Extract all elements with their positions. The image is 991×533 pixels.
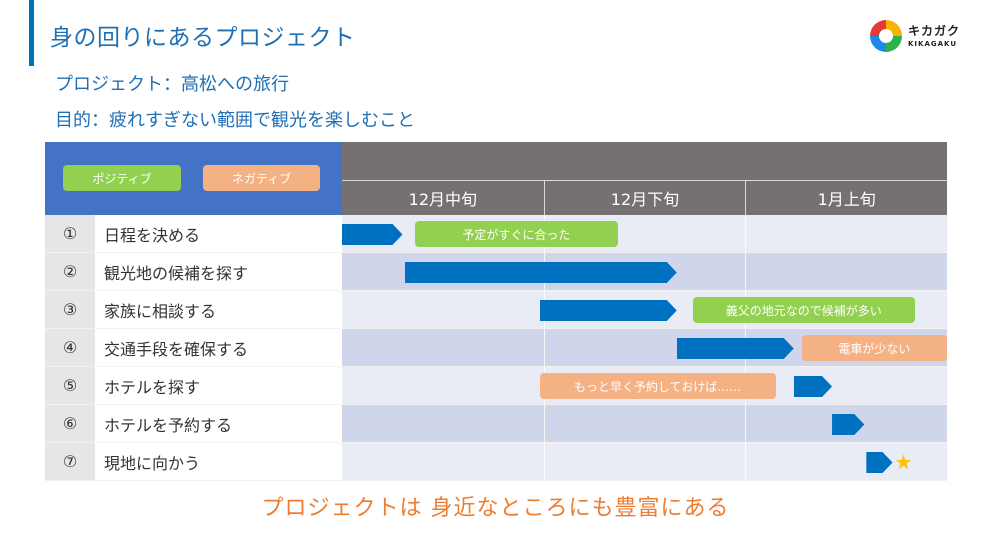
column-divider: [745, 443, 747, 480]
task-name: 現地に向かう: [95, 443, 342, 480]
logo-text-en: KIKAGAKU: [908, 40, 958, 48]
column-divider: [543, 405, 545, 442]
task-name: 家族に相談する: [95, 291, 342, 328]
task-number: ④: [45, 329, 95, 366]
legend-positive: ポジティブ: [63, 165, 181, 191]
task-name: 日程を決める: [95, 215, 342, 252]
period-header: 1月上旬: [745, 180, 947, 215]
gantt-bar: [342, 224, 403, 245]
logo-swirl-icon: [870, 20, 902, 52]
task-timeline: 義父の地元なので候補が多い: [342, 291, 947, 328]
gantt-bar: [405, 262, 677, 283]
task-number: ③: [45, 291, 95, 328]
gantt-bar: [540, 300, 677, 321]
column-divider: [745, 215, 747, 252]
period-header: 12月下旬: [543, 180, 746, 215]
task-name: ホテルを探す: [95, 367, 342, 404]
star-icon: ★: [894, 450, 913, 474]
gantt-bar: [866, 452, 892, 473]
legend-negative: ネガティブ: [203, 165, 320, 191]
negative-note: 電車が少ない: [801, 335, 947, 361]
task-timeline: ★: [342, 443, 947, 480]
kikagaku-logo: キカガク KIKAGAKU: [870, 18, 970, 58]
negative-note: もっと早く予約しておけば……: [539, 373, 776, 399]
footer-message: プロジェクトは 身近なところにも豊富にある: [261, 496, 730, 521]
column-divider: [745, 405, 747, 442]
column-divider: [543, 443, 545, 480]
positive-note: 義父の地元なので候補が多い: [692, 297, 915, 323]
title-accent-bar: [29, 0, 34, 66]
gantt-bar: [794, 376, 832, 397]
task-name: 交通手段を確保する: [95, 329, 342, 366]
project-line: プロジェクト：高松への旅行: [55, 74, 289, 95]
page-title: 身の回りにあるプロジェクト: [50, 25, 356, 51]
positive-note: 予定がすぐに合った: [414, 221, 619, 247]
period-header: 12月中旬: [342, 180, 544, 215]
column-divider: [745, 253, 747, 290]
task-timeline: 電車が少ない: [342, 329, 947, 366]
task-timeline: [342, 253, 947, 290]
task-number: ②: [45, 253, 95, 290]
logo-text-jp: キカガク: [908, 24, 961, 38]
task-name: ホテルを予約する: [95, 405, 342, 442]
task-timeline: 予定がすぐに合った: [342, 215, 947, 252]
gantt-bar: [832, 414, 864, 435]
task-number: ⑥: [45, 405, 95, 442]
column-divider: [543, 329, 545, 366]
task-name: 観光地の候補を探す: [95, 253, 342, 290]
goal-line: 目的：疲れすぎない範囲で観光を楽しむこと: [55, 110, 415, 131]
task-timeline: [342, 405, 947, 442]
task-number: ⑤: [45, 367, 95, 404]
gantt-bar: [677, 338, 794, 359]
task-number: ⑦: [45, 443, 95, 480]
task-timeline: もっと早く予約しておけば……: [342, 367, 947, 404]
timeline-header-top: [342, 142, 947, 180]
task-number: ①: [45, 215, 95, 252]
